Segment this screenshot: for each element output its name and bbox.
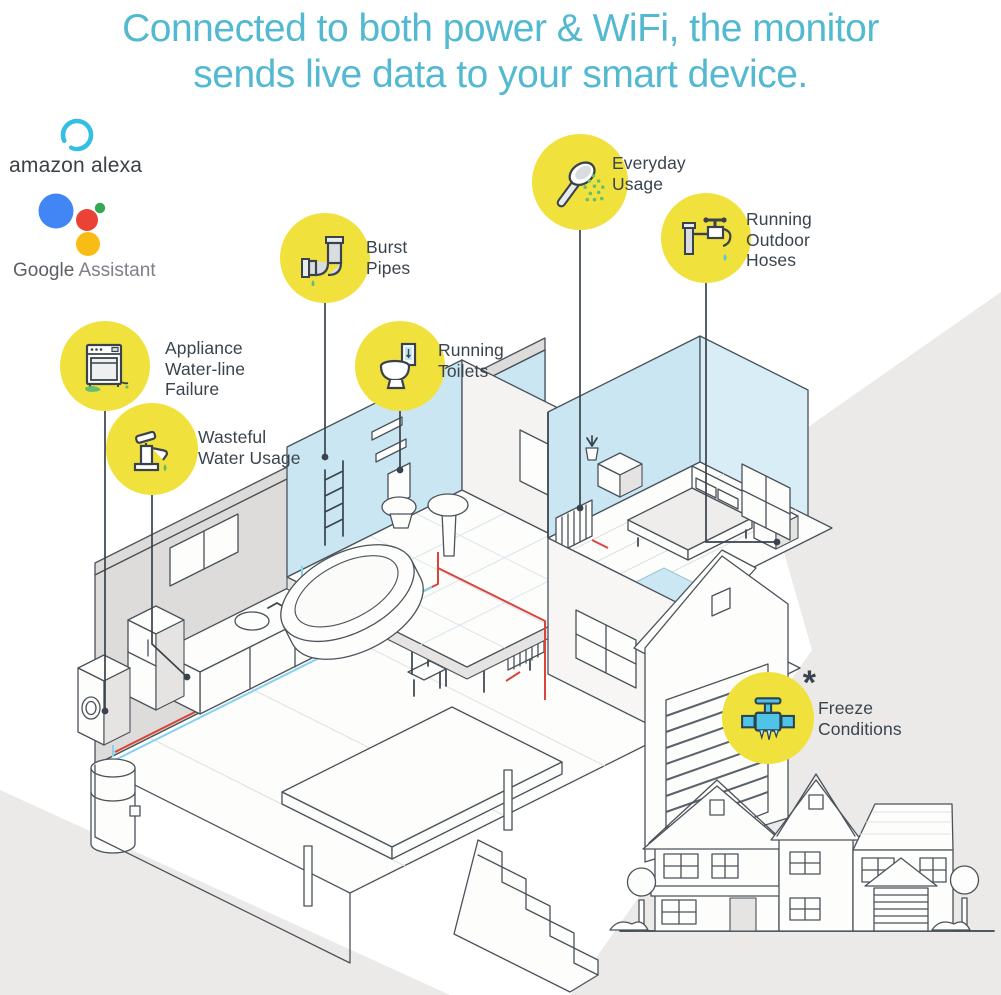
badge-label-appliance-water-line-failure: Appliance Water-line Failure	[165, 338, 246, 400]
bathtub	[280, 544, 424, 660]
stairs	[453, 839, 599, 993]
shower-head-icon	[556, 161, 605, 208]
bush	[609, 921, 649, 931]
front-door	[729, 897, 757, 932]
badge-wasteful-water-usage	[106, 403, 198, 495]
badge-label-burst-pipes: Burst Pipes	[366, 237, 411, 278]
badge-running-outdoor-hoses	[661, 193, 751, 283]
google-assistant-icon	[38, 193, 106, 256]
refrigerator	[127, 605, 185, 711]
bathroom-sink	[427, 493, 469, 557]
bush	[931, 921, 971, 931]
badge-label-everyday-usage: Everyday Usage	[612, 153, 686, 194]
badge-appliance-water-line-failure	[60, 321, 150, 411]
front-garage-door	[873, 887, 929, 932]
page-title: Connected to both power & WiFi, the moni…	[0, 6, 1001, 98]
plant	[585, 435, 599, 461]
burst-pipe-icon	[301, 236, 344, 286]
assistant-word: Assistant	[74, 260, 156, 281]
badge-label-wasteful-water-usage: Wasteful Water Usage	[198, 427, 301, 468]
toilet-icon	[379, 342, 417, 390]
towel-rail	[324, 460, 344, 546]
outdoor-faucet-icon	[682, 217, 732, 261]
porch	[281, 706, 563, 907]
amazon-alexa-label: amazon alexa	[9, 154, 143, 177]
kitchen-sink	[234, 611, 270, 631]
badge-running-toilets	[355, 321, 445, 411]
washing-machine	[77, 654, 131, 746]
title-line-2: sends live data to your smart device.	[193, 53, 808, 97]
amazon-alexa-icon	[60, 118, 94, 152]
google-assistant-label: Google Assistant	[13, 260, 156, 282]
google-word: Google	[13, 260, 75, 281]
nightstand	[597, 452, 643, 498]
water-heater	[90, 745, 141, 854]
freeze-footnote-asterisk: *	[802, 664, 816, 702]
badge-label-running-toilets: Running Toilets	[438, 340, 504, 381]
tree	[949, 865, 980, 932]
dishwasher-icon	[85, 343, 129, 392]
toilet-fixture	[381, 462, 417, 529]
badge-everyday-usage	[532, 134, 628, 230]
faucet-drip-icon	[133, 430, 169, 472]
title-line-1: Connected to both power & WiFi, the moni…	[122, 7, 879, 50]
front-house-illustration	[609, 773, 995, 932]
badge-label-running-outdoor-hoses: Running Outdoor Hoses	[746, 209, 812, 271]
badge-label-freeze-conditions: Freeze Conditions	[818, 698, 902, 739]
badge-freeze-conditions: *	[722, 666, 816, 764]
tree	[626, 867, 657, 932]
badge-connectors	[101, 230, 781, 715]
frozen-valve-icon	[741, 697, 795, 740]
badge-burst-pipes	[280, 213, 370, 303]
